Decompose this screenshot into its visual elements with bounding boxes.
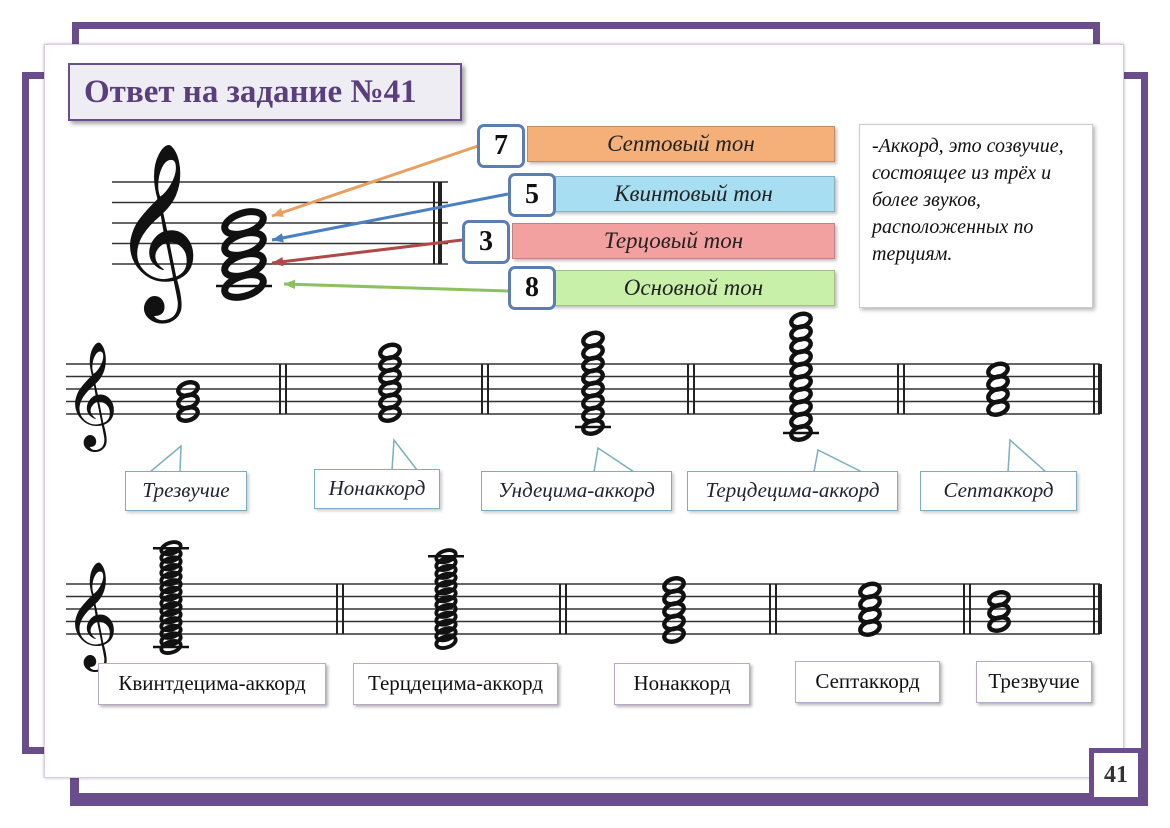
chord-note — [434, 587, 458, 604]
callout-pointer — [147, 444, 182, 473]
chord-note — [434, 563, 458, 580]
callout-pointer — [391, 437, 419, 471]
tone-label-fifth: Квинтовый тон — [552, 176, 835, 212]
chord-note — [176, 380, 200, 398]
chord-note — [434, 610, 458, 627]
chord-note — [986, 361, 1010, 380]
page-title: Ответ на задание №41 — [68, 63, 462, 121]
chord-note — [221, 208, 267, 238]
treble-clef-icon: 𝄞 — [64, 340, 118, 452]
callout-pointer — [1007, 438, 1048, 473]
chord-note — [159, 638, 183, 656]
chord-note — [159, 547, 183, 564]
label-row2-3: Нонаккорд — [614, 663, 750, 705]
treble-clef-icon: 𝄞 — [64, 560, 118, 672]
chord-definition: -Аккорд, это созвучие, состоящее из трёх… — [859, 124, 1093, 308]
chord-note — [434, 618, 458, 635]
chord-note — [159, 578, 183, 595]
chord-note — [434, 633, 458, 651]
tone-number-third: 3 — [462, 220, 510, 264]
arrow-seventh — [271, 144, 479, 218]
callout-pointer — [813, 448, 863, 473]
chord-note — [159, 540, 183, 557]
tone-label-root: Основной тон — [552, 270, 835, 306]
tone-label-seventh: Септовый тон — [527, 126, 835, 162]
chord-note — [378, 342, 402, 361]
callout-row1-5: Септаккорд — [920, 471, 1077, 511]
arrow-fifth — [271, 192, 509, 242]
chord-note — [434, 548, 458, 565]
chord-note — [159, 562, 183, 580]
arrow-third — [271, 238, 463, 265]
chord-note — [159, 608, 183, 625]
callout-row1-1: Трезвучие — [125, 471, 247, 511]
chord-note — [159, 593, 183, 610]
tone-label-third: Терцовый тон — [512, 223, 835, 259]
callout-row1-4: Терцдецима-аккорд — [687, 471, 898, 511]
label-row2-2: Терцдецима-аккорд — [353, 663, 558, 705]
callout-row1-2: Нонаккорд — [314, 469, 440, 509]
chord-note — [789, 311, 813, 330]
chord-note — [159, 555, 183, 572]
chord-note — [987, 590, 1011, 608]
chord-note — [434, 571, 458, 588]
arrow-root — [283, 282, 509, 293]
chord-note — [434, 626, 458, 643]
chord-note — [159, 631, 183, 648]
callout-row1-3: Ундецима-аккорд — [481, 471, 672, 511]
label-row2-5: Трезвучие — [976, 661, 1092, 703]
chord-note — [434, 602, 458, 619]
label-row2-1: Квинтдецима-аккорд — [98, 663, 326, 705]
tone-number-seventh: 7 — [477, 124, 525, 168]
arrow-seventh-head — [272, 208, 284, 217]
chord-note — [159, 570, 183, 587]
chord-note — [434, 555, 458, 573]
chord-note — [159, 616, 183, 633]
chord-note — [662, 576, 686, 594]
chord-note — [434, 594, 458, 612]
tone-number-root: 8 — [508, 266, 556, 310]
arrow-fifth-head — [272, 233, 284, 243]
chord-note — [581, 330, 605, 349]
chord-note — [858, 581, 882, 600]
page-number: 41 — [1089, 748, 1143, 802]
chord-note — [159, 600, 183, 618]
arrow-third-head — [272, 257, 284, 267]
arrow-root-head — [284, 279, 296, 290]
tone-number-fifth: 5 — [508, 173, 556, 217]
chord-note — [434, 579, 458, 596]
callout-pointer — [593, 446, 637, 473]
label-row2-4: Септаккорд — [795, 661, 940, 703]
chord-note — [159, 623, 183, 640]
chord-note — [159, 585, 183, 602]
treble-clef-icon: 𝄞 — [112, 142, 201, 324]
